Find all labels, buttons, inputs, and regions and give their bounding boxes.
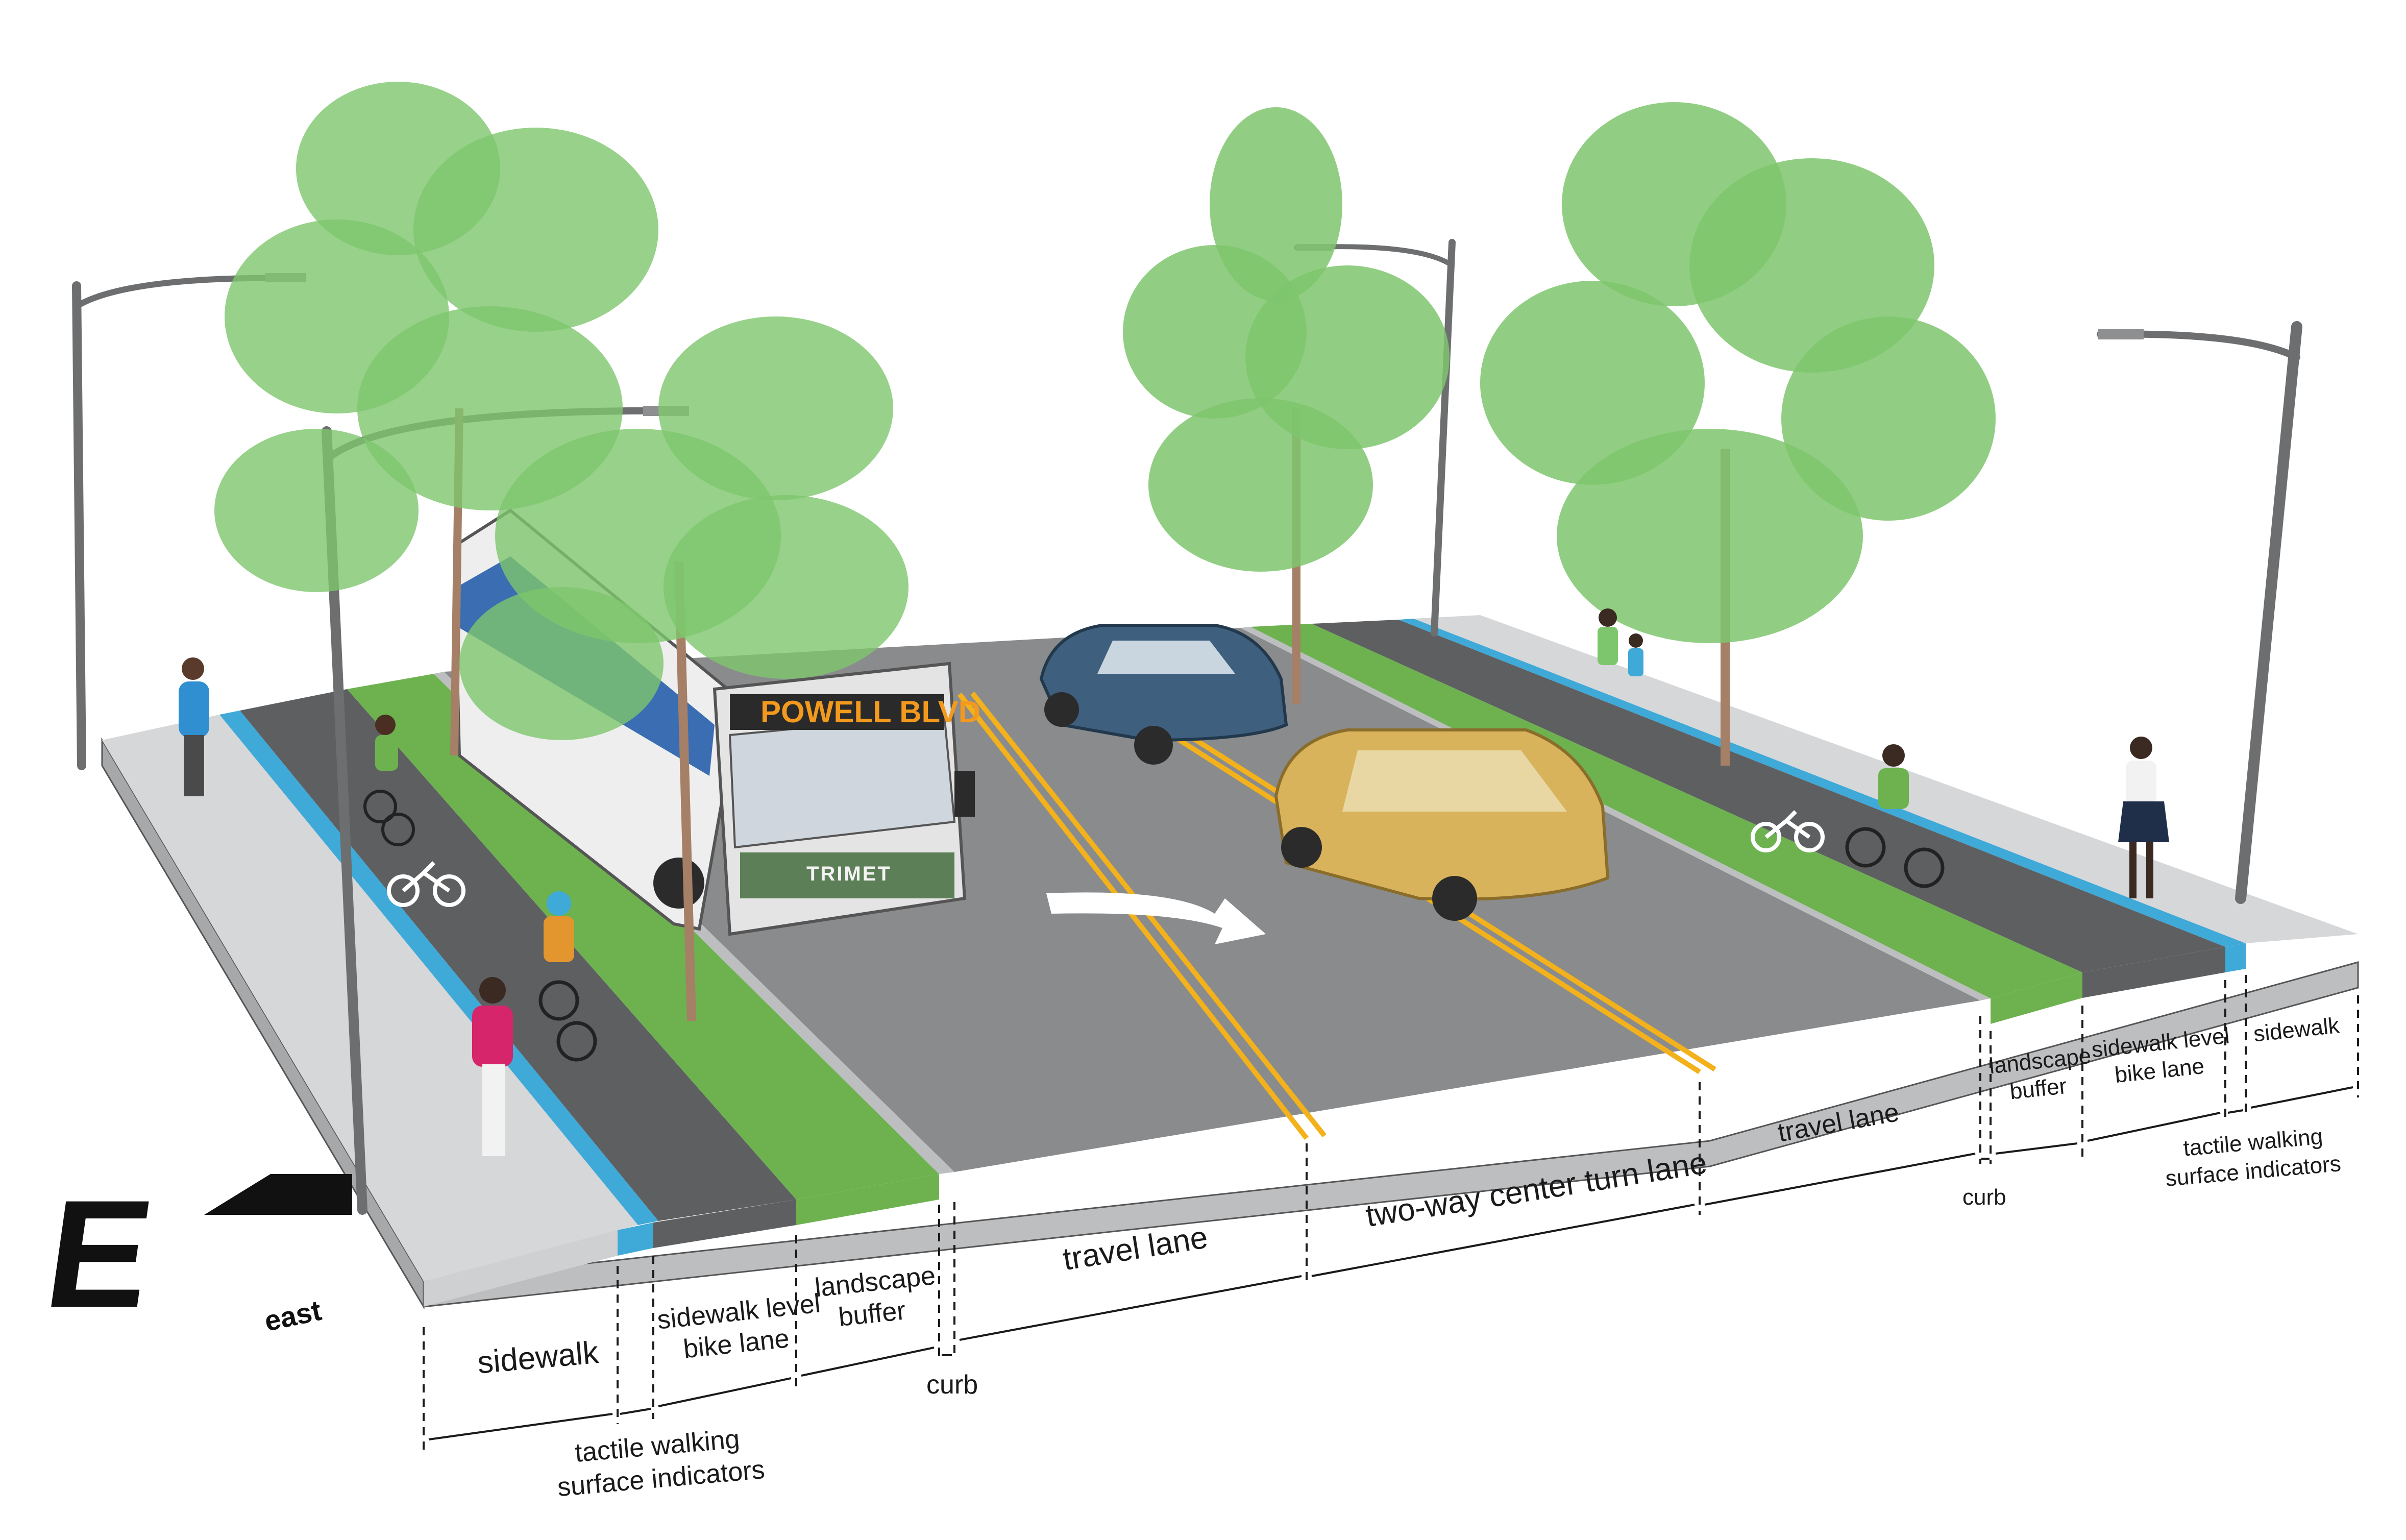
label-left-landscape-line1: landscape — [814, 1261, 937, 1303]
cyclist-right — [1845, 744, 1945, 888]
pedestrian-with-phone — [2118, 737, 2169, 898]
label-right-landscape-line2: buffer — [2008, 1073, 2068, 1104]
right-landscape-strip — [1250, 624, 2082, 998]
dim-right-bike — [2087, 1112, 2221, 1142]
tree-back-center — [1123, 107, 1450, 704]
dim-left-bike — [658, 1377, 792, 1407]
dim-right-landscape — [1995, 1142, 2078, 1155]
bus-wheel — [653, 858, 704, 909]
people — [179, 608, 2169, 1156]
svg-text:tactile walking surfac: tactile walking surface indicators — [2162, 1122, 2342, 1191]
label-right-tactile: tactile walking surface indicators — [2162, 1122, 2342, 1191]
minivan-wheel — [1432, 876, 1477, 921]
bike-lane-symbol-left — [387, 861, 465, 907]
turn-arrow-marking — [1046, 892, 1266, 944]
pedestrian-blue-shirt — [179, 657, 209, 796]
bus-brand-text: TRIMET — [806, 863, 892, 885]
dim-left-tactile — [620, 1408, 651, 1415]
front-band-sidewalk-left — [424, 1230, 618, 1307]
dim-left-sidewalk — [428, 1413, 613, 1440]
street-light-4 — [2097, 321, 2302, 904]
dim-right-travel — [1704, 1153, 1976, 1206]
right-bike-lane-surface — [1312, 620, 2225, 972]
bus-mirror — [954, 771, 975, 817]
label-right-curb: curb — [1962, 1185, 2006, 1210]
trees-back — [1123, 102, 1996, 766]
bus-grille — [740, 852, 954, 898]
dim-right-sidewalk — [2250, 1086, 2353, 1109]
front-band-bike-right — [2082, 947, 2225, 998]
front-band-bike-left — [653, 1200, 796, 1248]
right-tactile-strip — [1398, 619, 2246, 947]
dim-left-landscape — [801, 1347, 935, 1377]
suv-wheel — [1044, 692, 1079, 727]
north-arrow-icon — [204, 1174, 352, 1215]
bus-destination-text: POWELL BLVD — [760, 695, 980, 729]
label-left-bike-lane: sidewalk level bike lane — [656, 1288, 832, 1366]
dim-left-travel — [959, 1275, 1302, 1341]
cyclist-left-far — [363, 715, 415, 846]
bus-destination-display — [730, 694, 944, 730]
blue-suv — [1039, 624, 1288, 765]
front-band-landscape-right — [1991, 972, 2082, 1024]
minivan-wheel — [1281, 827, 1322, 868]
front-band-tactile-right — [2225, 943, 2246, 972]
left-landscape-strip — [347, 674, 939, 1200]
tree-left-2 — [459, 316, 909, 1021]
bike-lane-symbol-right — [1751, 810, 1825, 852]
front-band-landscape-left — [796, 1174, 939, 1225]
label-right-landscape-line1: landscape — [1988, 1043, 2093, 1079]
svg-text:landscape buffer: landscape buffer — [814, 1260, 948, 1335]
compass-east: E east — [36, 1168, 352, 1339]
left-tactile-strip — [219, 711, 658, 1225]
dim-right-tactile — [2227, 1109, 2244, 1114]
right-curb — [1240, 627, 1991, 1000]
compass-word: east — [261, 1294, 324, 1337]
trees-front-left — [214, 82, 909, 1021]
label-left-sidewalk: sidewalk — [476, 1335, 601, 1381]
dim-center-turn — [1311, 1204, 1695, 1277]
cyclist-left-near — [538, 891, 597, 1062]
pedestrian-pink-top — [472, 977, 513, 1156]
svg-text:sidewalk level bike la: sidewalk level bike lane — [656, 1288, 832, 1366]
label-left-tactile: tactile walking surface indicators — [553, 1422, 766, 1502]
front-band-tactile-left — [618, 1223, 653, 1256]
svg-text:tactile walking surfac: tactile walking surface indicators — [553, 1422, 766, 1502]
tree-back-right — [1480, 102, 1996, 766]
label-right-sidewalk: sidewalk — [2252, 1013, 2341, 1046]
suv-wheel — [1134, 726, 1173, 765]
label-left-curb: curb — [926, 1370, 978, 1400]
label-left-landscape: landscape buffer — [814, 1260, 948, 1335]
yellow-minivan — [1274, 728, 1610, 921]
compass-letter: E — [36, 1168, 162, 1339]
pedestrians-far-right — [1598, 608, 1643, 676]
tree-left-1 — [214, 82, 658, 756]
label-left-landscape-line2: buffer — [837, 1295, 907, 1332]
yellow-line-1a — [958, 692, 1309, 1140]
